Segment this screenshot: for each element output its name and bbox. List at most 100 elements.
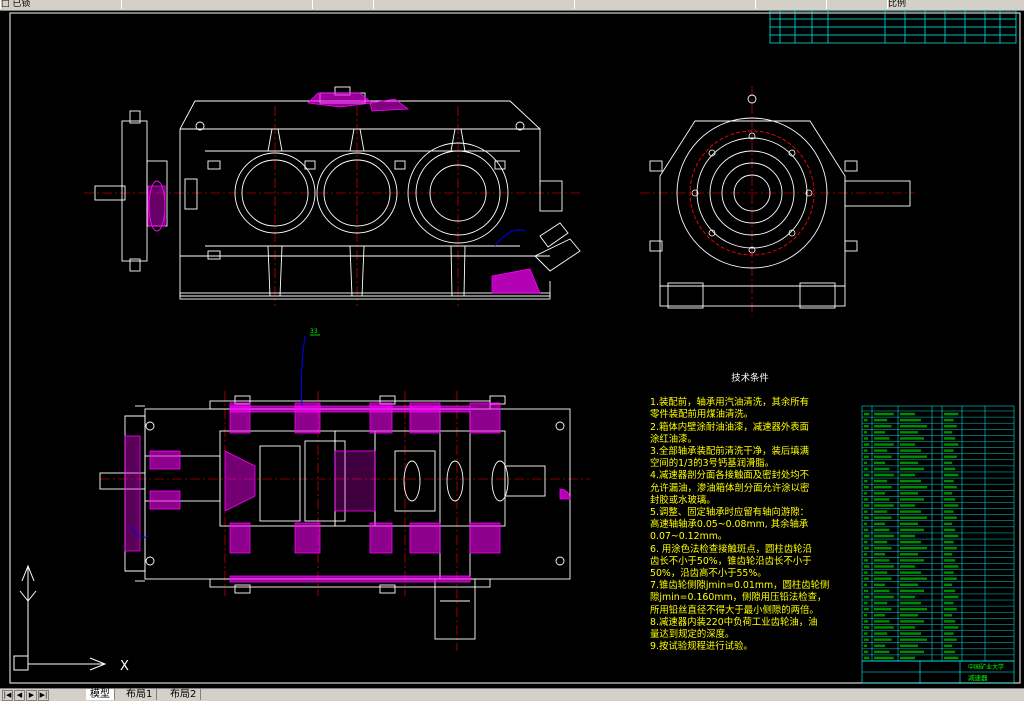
parts-list-cell-text [874,589,890,593]
parts-list-cell-text [944,479,954,483]
tech-requirements-line: 50%，沿齿高不小于55%。 [650,568,767,580]
parts-list-cell-text [944,443,959,446]
parts-list-cell-text [900,607,927,611]
prev-tab-button[interactable]: ◀ [14,690,25,701]
title-block [861,660,1015,684]
first-tab-button[interactable]: |◀ [2,690,13,701]
parts-list-cell-text [900,577,927,580]
parts-list-cell-text [864,620,869,623]
style-dropdown[interactable] [826,0,888,9]
parts-list-cell-text [864,571,868,574]
parts-list-cell-text [874,431,885,434]
tab-layout2[interactable]: 布局2 [166,689,202,700]
parts-list-cell-text [874,577,892,580]
parts-list-cell-text [944,412,959,416]
parts-list-cell-text [944,449,954,452]
parts-list-cell-text [944,431,952,434]
parts-list-cell-text [874,571,888,574]
parts-list-cell-text [944,528,956,532]
parts-list-cell-text [944,486,957,489]
parts-list-cell-text [874,644,885,647]
side-view-bolt-holes [691,132,813,254]
parts-list-cell-text [944,638,957,641]
parts-list-cell-text [900,565,915,568]
parts-list-cell-text [900,467,924,471]
parts-list-rows [862,410,1014,662]
title-block-drawing-name: 减速器 [968,673,988,682]
layer-dropdown[interactable] [121,0,313,9]
parts-list-cell-text [944,504,959,507]
parts-list-cell-text [900,540,921,544]
parts-list-cell-text [874,504,894,507]
parts-list-cell-text [900,650,924,654]
cad-drawing: 33 中国矿业大学 减速器 X [9,11,1021,684]
lineweight-dropdown[interactable] [574,0,756,9]
parts-list-cell-text [874,553,885,556]
front-view [84,86,581,306]
parts-list-cell-text [900,534,915,538]
tech-requirements-line: 空间的1/3的3号钙基润滑脂。 [650,458,775,470]
parts-list-cell-text [864,486,869,489]
parts-list-cell-text [944,510,954,513]
plan-view-hatching [124,402,571,583]
parts-list-cell-text [944,437,956,440]
parts-list-cell-text [900,479,921,483]
last-tab-button[interactable]: ▶| [38,690,49,701]
parts-list-cell-text [864,534,870,538]
tech-requirements-line: 涂红油漆。 [650,433,697,445]
parts-list-cell-text [864,431,867,434]
parts-list-cell-text [864,656,870,660]
parts-list-cell-text [864,595,870,599]
parts-list-cell-text [864,553,867,556]
parts-list-cell-text [864,632,868,635]
parts-list-cell-text [864,601,868,605]
next-tab-button[interactable]: ▶ [26,690,37,701]
tech-requirements-title: 技术条件 [731,373,769,384]
parts-list-cell-text [864,607,869,611]
plotstyle-dropdown[interactable] [755,0,827,9]
tech-requirements-line: 7.锥齿轮侧隙jmin=0.01mm，圆柱齿轮侧 [650,580,830,592]
parts-list-cell-text [874,467,890,471]
parts-list-cell-text [874,492,885,495]
linetype-dropdown[interactable] [373,0,575,9]
layer-lock-field[interactable]: □ 已锁 [0,0,122,9]
tech-requirements-line: 3.全部轴承装配前清洗干净，装后填满 [650,446,809,458]
parts-list-cell-text [900,412,915,416]
parts-list-cell-text [900,486,927,489]
tab-model[interactable]: 模型 [86,689,115,700]
ucs-x-label: X [120,659,129,674]
parts-list-cell-text [864,504,870,507]
tech-requirements-line: 8.减速器内装220中负荷工业齿轮油，油 [650,616,818,628]
parts-list-cell-text [864,528,869,532]
parts-list-cell-text [900,583,918,586]
parts-list-cell-text [874,516,892,519]
tech-requirements-line: 零件装配前用煤油清洗。 [650,409,754,421]
tab-layout1[interactable]: 布局1 [122,689,158,700]
parts-list-cell-text [944,492,952,495]
parts-list-cell-text [874,614,885,617]
parts-list-cell-text [900,425,927,428]
parts-list-cell-text [900,418,921,422]
tech-requirements-line: 4.减速器剖分面各接触面及密封处均不 [650,470,809,482]
parts-list-cell-text [900,473,915,477]
parts-list-cell-text [944,626,959,629]
tech-requirements-line: 封胶或水玻璃。 [650,494,716,506]
parts-list-cell-text [944,418,954,422]
drawing-canvas[interactable]: 33 中国矿业大学 减速器 X 技术条件 1.装配前，轴承用汽油清洗，其余所有 … [0,11,1024,688]
parts-list-cell-text [900,528,924,532]
parts-list-cell-text [944,455,957,458]
parts-list-cell-text [864,644,867,647]
parts-list-cell-text [944,540,954,544]
parts-list-cell-text [874,620,890,623]
parts-list-cell-text [900,449,921,452]
callout-number: 33 [310,328,318,335]
parts-list-cell-text [900,510,921,513]
parts-list-cell-text [900,559,924,562]
scale-dropdown[interactable]: 比例 [887,0,1024,9]
top-title-block [769,11,1017,44]
parts-list-cell-text [874,638,892,641]
parts-list-cell-text [874,650,890,654]
parts-list-cell-text [864,418,868,422]
color-dropdown[interactable] [312,0,374,9]
ucs-icon [13,564,107,671]
